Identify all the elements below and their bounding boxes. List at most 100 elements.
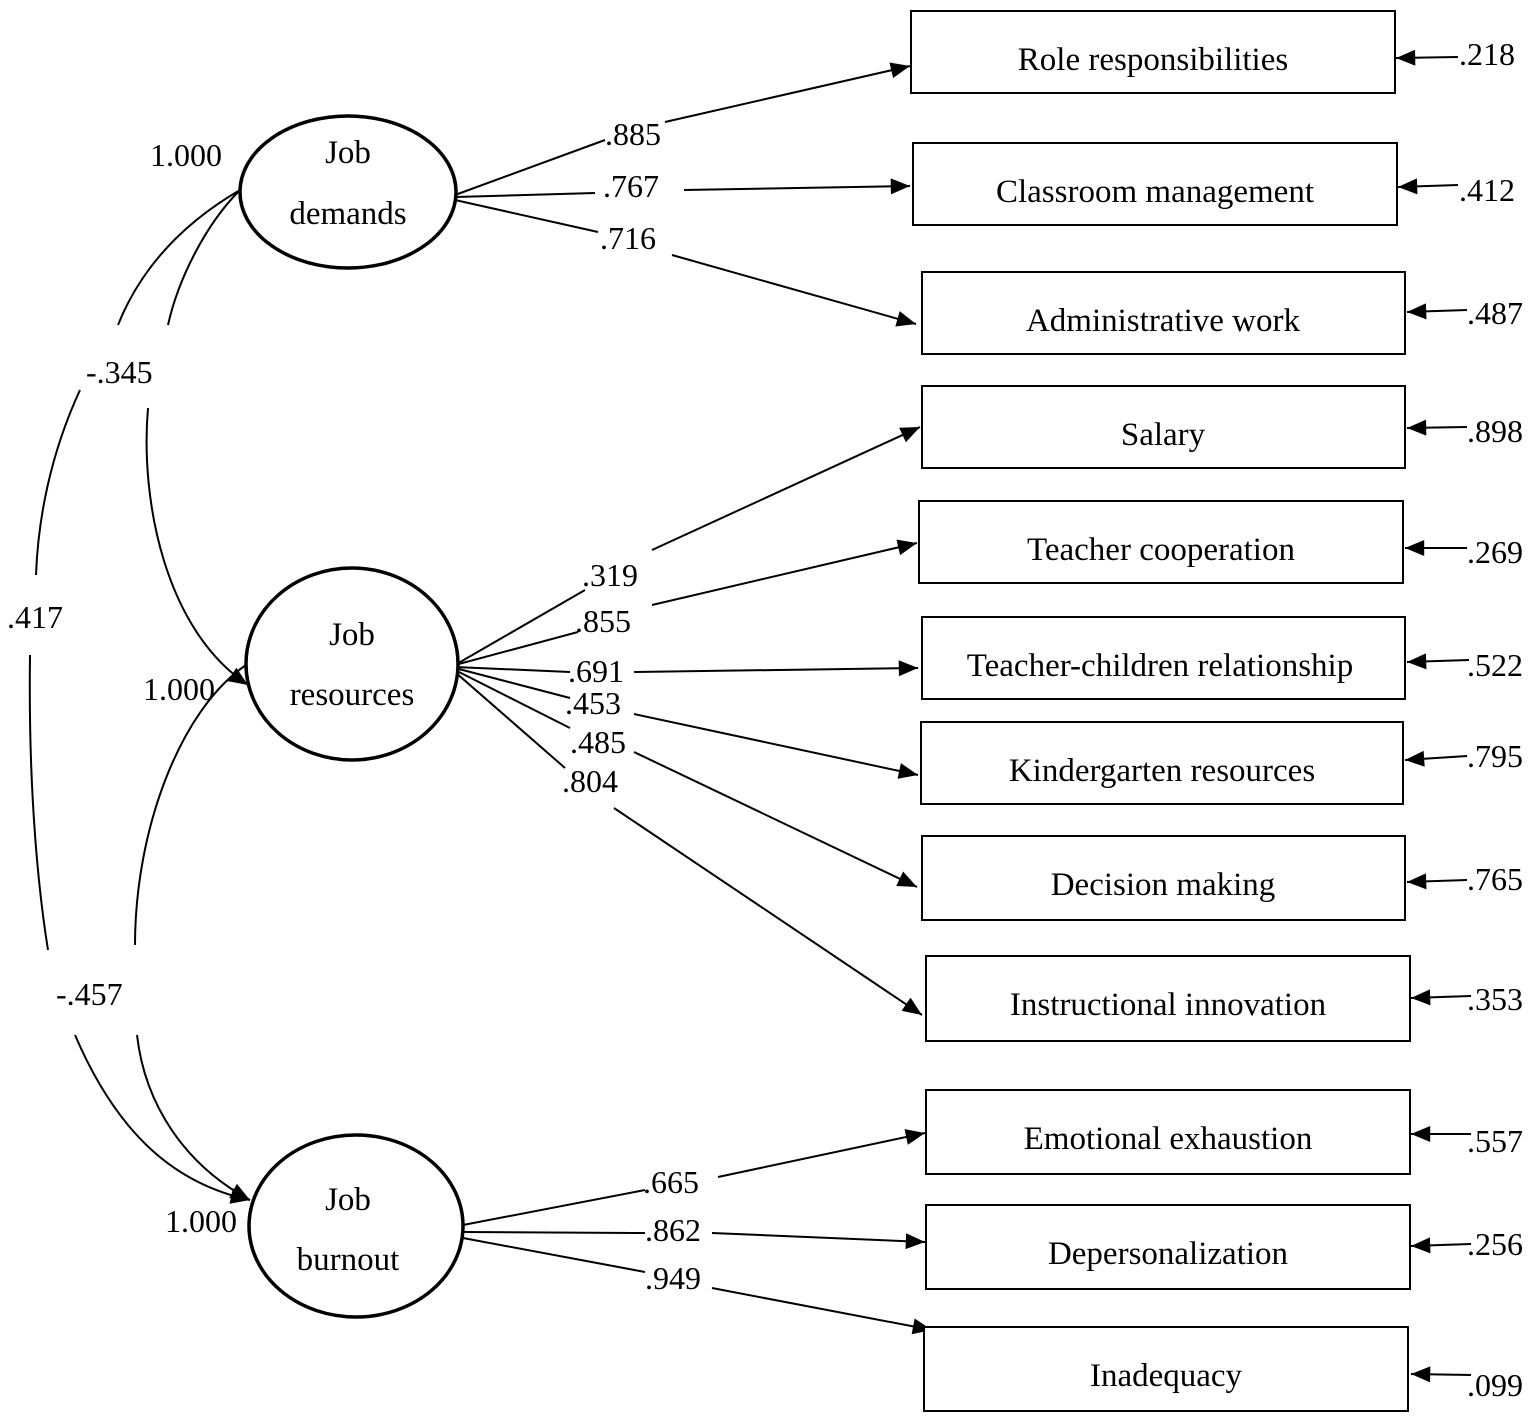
latent-job-resources-line2: resources: [290, 677, 415, 713]
latent-job-burnout-line1: Job: [325, 1182, 371, 1218]
error-arrow-depersonalization: [1410, 1237, 1472, 1254]
loading-label-decision: .485: [570, 724, 626, 760]
indicator-label-innovation: Instructional innovation: [1010, 987, 1326, 1023]
latent-job-burnout-line2: burnout: [297, 1242, 400, 1278]
indicator-label-admin: Administrative work: [1026, 303, 1301, 339]
error-arrow-role: [1395, 49, 1459, 66]
error-arrow-relationship: [1406, 653, 1470, 670]
error-arrow-salary: [1406, 419, 1468, 436]
path-resources-innovation: [454, 671, 566, 769]
error-label-depersonalization: .256: [1467, 1226, 1523, 1262]
indicator-label-inadequacy: Inadequacy: [1090, 1358, 1243, 1394]
error-arrow-inadequacy: [1410, 1366, 1472, 1383]
latent-job-demands-line2: demands: [289, 196, 406, 232]
indicator-label-decision: Decision making: [1051, 867, 1276, 903]
cov-label-resources-burnout: -.457: [56, 976, 123, 1012]
indicator-box-role: [910, 10, 1396, 94]
cov-demands-burnout-curve-bottom: [74, 1034, 251, 1204]
loading-label-cooperation: .855: [575, 603, 631, 639]
indicator-box-emotional: [925, 1089, 1411, 1175]
latent-job-resources-line1: Job: [329, 617, 375, 653]
indicator-box-innovation: [925, 955, 1411, 1042]
indicator-label-relationship: Teacher-children relationship: [967, 648, 1353, 684]
latent-job-demands-line1: Job: [325, 135, 371, 171]
loading-label-emotional: .665: [643, 1164, 699, 1200]
indicator-box-inadequacy: [923, 1326, 1409, 1412]
path-burnout-depersonalization: [462, 1231, 646, 1234]
loading-label-kindergarten: .453: [565, 685, 621, 721]
variance-job-demands: 1.000: [150, 137, 222, 173]
cov-demands-resources-curve: [167, 170, 260, 326]
cov-label-demands-burnout: .417: [7, 599, 63, 635]
indicator-label-classroom: Classroom management: [996, 174, 1314, 210]
cov-demands-resources-curve-lower: [145, 407, 249, 686]
error-label-emotional: .557: [1467, 1123, 1523, 1159]
error-arrow-kindergarten: [1404, 750, 1468, 767]
path-resources-cooperation: [454, 631, 579, 666]
path-resources-salary-head: [651, 426, 921, 551]
path-demands-classroom: [454, 192, 596, 198]
path-burnout-inadequacy: [462, 1237, 646, 1273]
path-demands-classroom-head: [683, 178, 911, 195]
indicator-label-kindergarten: Kindergarten resources: [1009, 753, 1315, 789]
path-resources-relationship-head: [633, 660, 919, 677]
error-label-role: .218: [1459, 36, 1515, 72]
error-label-admin: .487: [1467, 295, 1523, 331]
loading-label-inadequacy: .949: [645, 1260, 701, 1296]
error-label-innovation: .353: [1467, 981, 1523, 1017]
error-label-salary: .898: [1467, 413, 1523, 449]
error-arrow-admin: [1406, 303, 1468, 320]
indicator-box-kindergarten: [920, 721, 1404, 805]
error-label-inadequacy: .099: [1467, 1367, 1523, 1403]
path-demands-role-head: [664, 62, 911, 123]
cov-demands-burnout-curve-low: [28, 654, 49, 951]
indicator-label-depersonalization: Depersonalization: [1048, 1236, 1288, 1272]
indicator-box-admin: [921, 271, 1406, 355]
error-label-classroom: .412: [1459, 172, 1515, 208]
latent-job-resources: [244, 566, 460, 762]
path-resources-salary: [454, 589, 586, 666]
cov-resources-burnout-curve-lower: [136, 1034, 251, 1201]
path-resources-kindergarten-head: [633, 713, 919, 779]
path-demands-admin: [454, 199, 599, 233]
path-resources-decision-head: [633, 751, 918, 888]
error-label-relationship: .522: [1467, 647, 1523, 683]
path-demands-role: [454, 139, 606, 196]
path-burnout-emotional: [462, 1189, 646, 1226]
cov-label-demands-resources: -.345: [86, 354, 153, 390]
indicator-box-classroom: [912, 142, 1398, 226]
loading-label-salary: .319: [582, 557, 638, 593]
path-resources-decision: [454, 669, 571, 729]
path-burnout-emotional-head: [717, 1129, 926, 1178]
loading-label-admin: .716: [600, 220, 656, 256]
indicator-box-cooperation: [918, 500, 1404, 584]
variance-job-burnout: 1.000: [165, 1203, 237, 1239]
indicator-label-role: Role responsibilities: [1018, 42, 1288, 78]
loading-label-innovation: .804: [562, 763, 618, 799]
indicator-box-relationship: [921, 616, 1406, 700]
indicator-box-depersonalization: [925, 1204, 1411, 1290]
cov-demands-burnout-curve-mid: [35, 389, 81, 576]
indicator-label-cooperation: Teacher cooperation: [1027, 532, 1295, 568]
loading-label-relationship: .691: [568, 653, 624, 689]
latent-job-burnout: [247, 1133, 465, 1319]
loading-label-role: .885: [605, 116, 661, 152]
error-arrow-classroom: [1397, 178, 1459, 195]
indicator-box-decision: [921, 835, 1406, 921]
error-label-kindergarten: .795: [1467, 738, 1523, 774]
indicator-label-salary: Salary: [1121, 417, 1206, 453]
variance-job-resources: 1.000: [143, 671, 215, 707]
cov-resources-burnout-curve-upper: [134, 647, 267, 946]
path-resources-relationship: [454, 666, 571, 673]
path-burnout-inadequacy-head: [711, 1287, 933, 1335]
error-arrow-innovation: [1410, 989, 1472, 1006]
path-burnout-depersonalization-head: [711, 1232, 926, 1250]
error-label-cooperation: .269: [1467, 534, 1523, 570]
error-label-decision: .765: [1467, 861, 1523, 897]
path-resources-kindergarten: [454, 667, 571, 699]
error-arrow-decision: [1406, 873, 1468, 890]
cov-demands-burnout-curve-upper: [117, 173, 261, 326]
indicator-box-salary: [921, 385, 1406, 469]
path-resources-cooperation-head: [651, 539, 918, 606]
